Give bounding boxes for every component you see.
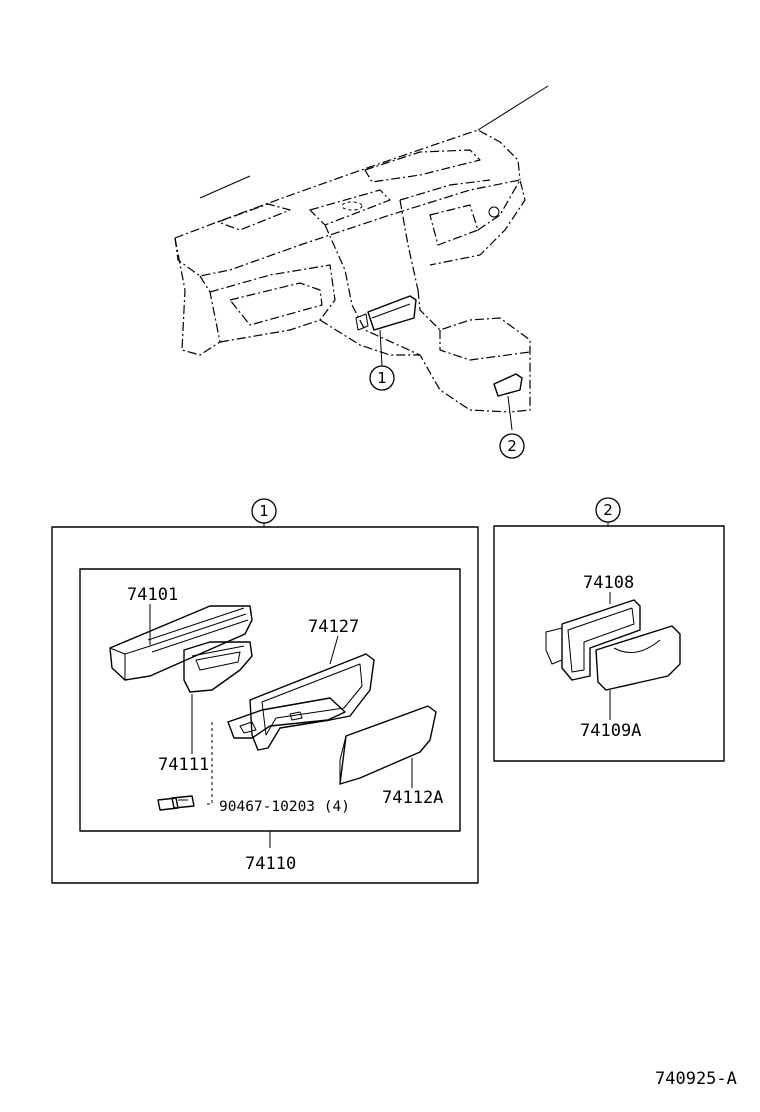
part-90467-shape	[157, 795, 195, 811]
box-2-frame	[493, 525, 725, 762]
box-1: 1	[51, 498, 479, 884]
label-74112A: 74112A	[382, 788, 443, 808]
part-74101-shape	[109, 605, 253, 681]
dashboard-overview	[174, 85, 549, 431]
svg-text:1: 1	[377, 369, 387, 387]
part-74109A-shape	[595, 625, 681, 691]
label-90467: 90467-10203 (4)	[219, 799, 350, 815]
part-74111-shape	[183, 641, 253, 693]
label-74101: 74101	[127, 585, 178, 605]
callout-1-top: 1	[369, 365, 395, 391]
label-74127: 74127	[308, 617, 359, 637]
callout-1-box-label: 1	[259, 502, 269, 520]
callout-2-box-label: 2	[603, 501, 613, 519]
box-1-frame	[51, 526, 479, 884]
callout-2-top: 2	[499, 433, 525, 459]
part-74112A-shape	[339, 705, 437, 785]
label-74108: 74108	[583, 573, 634, 593]
diagram-code: 740925-A	[655, 1069, 737, 1089]
label-74111: 74111	[158, 755, 209, 775]
box-2: 2	[493, 497, 725, 762]
label-74109A: 74109A	[580, 721, 641, 741]
svg-text:2: 2	[507, 437, 517, 455]
part-74127-shape	[227, 653, 375, 751]
part-74108-shape	[545, 599, 641, 681]
label-74110: 74110	[245, 854, 296, 874]
